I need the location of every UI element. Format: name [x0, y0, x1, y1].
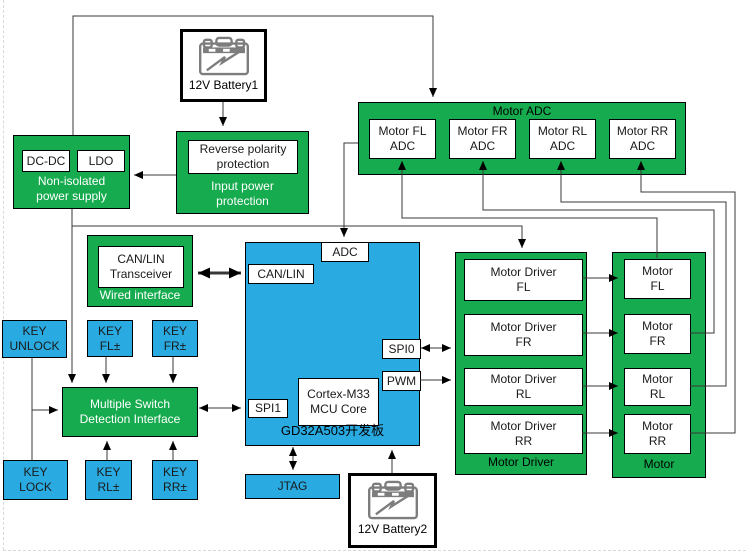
key-fl-node[interactable]: KEY FL±: [87, 320, 133, 357]
battery1-label: 12V Battery1: [188, 78, 259, 92]
wire-motor-adc-to-mcu-adc: [340, 142, 358, 237]
motor-label: Motor: [643, 456, 675, 471]
dcdc-box[interactable]: DC-DC: [22, 150, 70, 172]
motor-node[interactable]: Motor FL Motor FR Motor RL Motor RR Moto…: [612, 252, 706, 478]
mcu-spi1-port[interactable]: SPI1: [248, 399, 288, 418]
page-border-left: [3, 0, 4, 550]
battery-icon: [367, 480, 418, 520]
reverse-polarity-protection-box[interactable]: Reverse polarity protection: [188, 140, 298, 174]
key-rr-node[interactable]: KEY RR±: [152, 460, 198, 500]
motor-fl-adc-box[interactable]: Motor FL ADC: [369, 119, 436, 159]
motor-adc-node[interactable]: Motor ADC Motor FL ADC Motor FR ADC Moto…: [358, 102, 686, 175]
motor-fl-box[interactable]: Motor FL: [624, 259, 691, 299]
page-border-bottom: [3, 550, 746, 551]
mcu-canlin-port[interactable]: CAN/LIN: [248, 264, 314, 284]
motor-driver-fr-box[interactable]: Motor Driver FR: [464, 314, 583, 356]
jtag-node[interactable]: JTAG: [245, 474, 340, 499]
key-fr-node[interactable]: KEY FR±: [152, 320, 198, 357]
wire-motor-fl-adc: [398, 161, 658, 258]
mcu-pwm-port[interactable]: PWM: [382, 371, 421, 391]
motor-driver-label: Motor Driver: [487, 454, 554, 469]
motor-rl-box[interactable]: Motor RL: [624, 368, 691, 406]
motor-driver-rr-box[interactable]: Motor Driver RR: [464, 414, 583, 454]
motor-rr-box[interactable]: Motor RR: [624, 414, 691, 454]
motor-driver-rl-box[interactable]: Motor Driver RL: [464, 368, 583, 406]
key-rl-node[interactable]: KEY RL±: [85, 460, 132, 500]
motor-fr-adc-box[interactable]: Motor FR ADC: [449, 119, 516, 159]
battery-icon: [198, 36, 249, 76]
mcu-adc-port[interactable]: ADC: [321, 242, 369, 262]
motor-fr-box[interactable]: Motor FR: [624, 314, 691, 354]
input-power-protection-node[interactable]: Reverse polarity protection Input power …: [176, 131, 309, 214]
wired-interface-label: Wired interface: [99, 287, 181, 302]
input-power-protection-label: Input power protection: [211, 179, 274, 208]
battery2-node[interactable]: 12V Battery2: [348, 473, 437, 548]
wired-interface-node[interactable]: CAN/LIN Transceiver Wired interface: [87, 235, 193, 307]
battery2-label: 12V Battery2: [357, 522, 428, 536]
power-supply-node[interactable]: DC-DC LDO Non-isolated power supply: [13, 135, 130, 209]
key-lock-node[interactable]: KEY LOCK: [3, 460, 68, 500]
key-unlock-node[interactable]: KEY UNLOCK: [2, 320, 67, 358]
mcu-spi0-port[interactable]: SPI0: [382, 339, 421, 359]
motor-adc-title: Motor ADC: [492, 104, 552, 118]
power-supply-label: Non-isolated power supply: [36, 174, 107, 203]
motor-rr-adc-box[interactable]: Motor RR ADC: [609, 119, 676, 159]
switch-detection-interface-node[interactable]: Multiple Switch Detection Interface: [62, 387, 198, 437]
mcu-board-node[interactable]: ADC CAN/LIN SPI0 PWM SPI1 Cortex-M33 MCU…: [245, 242, 421, 446]
cortex-m33-core-box[interactable]: Cortex-M33 MCU Core: [298, 378, 379, 426]
motor-driver-fl-box[interactable]: Motor Driver FL: [464, 259, 583, 301]
battery1-node[interactable]: 12V Battery1: [180, 29, 267, 102]
canlin-transceiver-box[interactable]: CAN/LIN Transceiver: [98, 246, 184, 288]
ldo-box[interactable]: LDO: [77, 150, 125, 172]
motor-rl-adc-box[interactable]: Motor RL ADC: [529, 119, 596, 159]
motor-driver-node[interactable]: Motor Driver FL Motor Driver FR Motor Dr…: [455, 252, 587, 475]
